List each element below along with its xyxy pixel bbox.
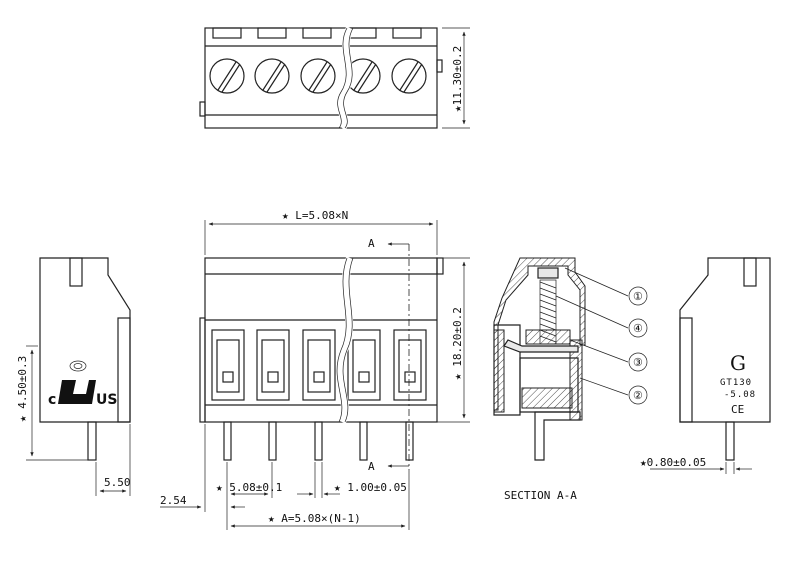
section-marker-bottom: A <box>368 460 375 473</box>
model-text: GT130 <box>720 378 752 388</box>
callout-1: ① <box>633 290 643 303</box>
wire-openings <box>211 329 427 401</box>
top-view: ★11.30±0.2 <box>199 26 470 131</box>
pin-width-dim: ★ 1.00±0.05 <box>334 481 407 494</box>
section-view: ① ④ ③ ② SECTION A-A <box>493 257 648 502</box>
pin-height-dim: ★ 4.50±0.3 <box>16 356 29 422</box>
ul-us: US <box>96 392 117 408</box>
side-view: c US ★ 4.50±0.3 5.50 <box>16 257 131 496</box>
ul-c: c <box>48 392 56 408</box>
ul-mark: c US <box>48 360 117 408</box>
callout-2: ② <box>633 389 643 402</box>
front-view: ★ L=5.08×N A <box>160 209 470 530</box>
pins <box>223 421 414 461</box>
pin-offset-dim: 5.50 <box>104 476 131 489</box>
ce-mark: CE <box>731 403 744 416</box>
pitch-text: -5.08 <box>724 390 756 400</box>
screw-heads <box>209 58 427 94</box>
length-dim: ★ L=5.08×N <box>282 209 348 222</box>
pitch-dim: ★ 5.08±0.1 <box>216 481 282 494</box>
top-tabs <box>212 27 422 39</box>
span-dim: ★ A=5.08×(N-1) <box>268 512 361 525</box>
label-view: G GT130 -5.08 CE ★0.80±0.05 <box>640 257 771 474</box>
callout-3: ③ <box>633 356 643 369</box>
pin-thickness-dim: ★0.80±0.05 <box>640 456 706 469</box>
callout-4: ④ <box>633 322 643 335</box>
section-title: SECTION A-A <box>504 489 577 502</box>
section-marker-top: A <box>368 237 375 250</box>
brand-logo: G <box>730 351 746 375</box>
top-height-dim: ★11.30±0.2 <box>451 46 464 112</box>
offset-dim: 2.54 <box>160 494 187 507</box>
front-height-dim: ★ 18.20±0.2 <box>451 307 464 380</box>
